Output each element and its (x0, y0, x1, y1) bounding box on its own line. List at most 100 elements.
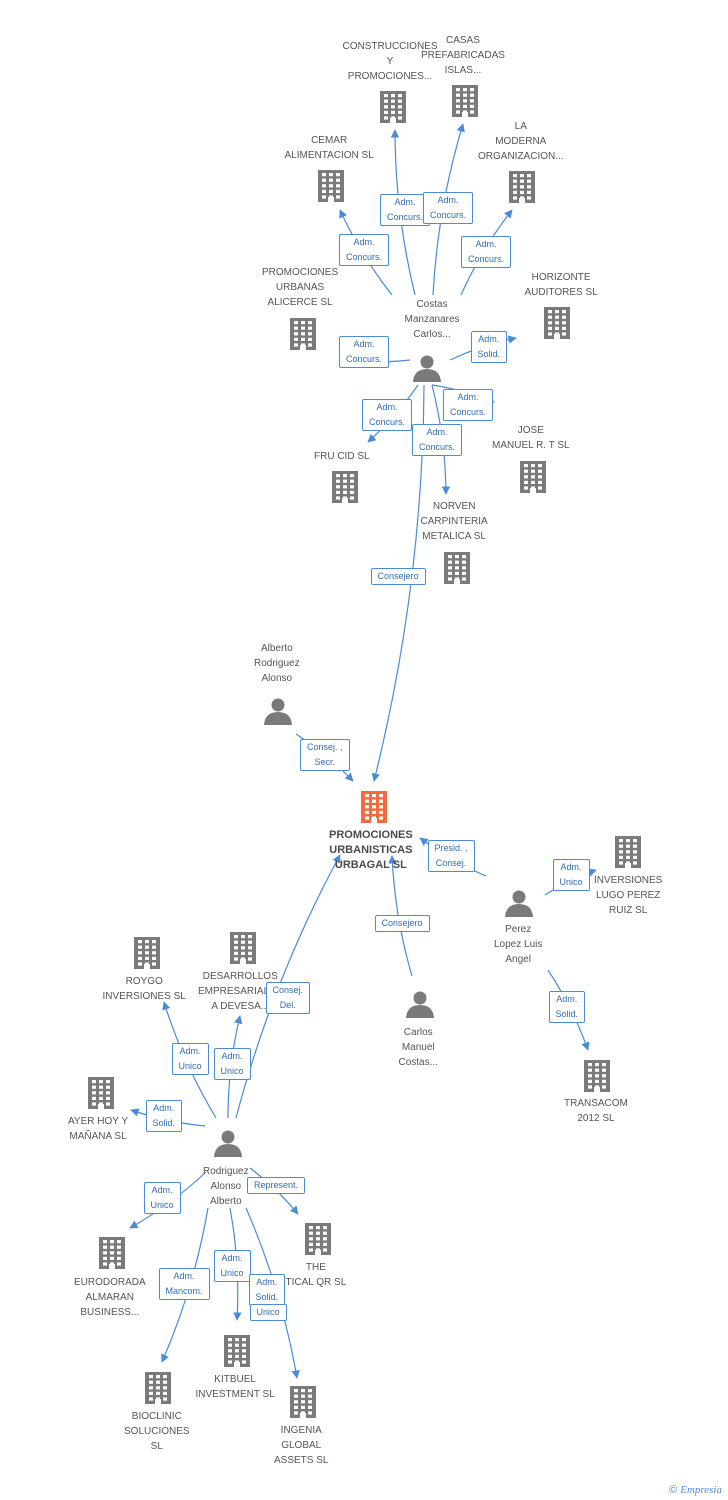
node-label-line: TICAL QR SL (285, 1277, 347, 1288)
relation-label-costas-urbagal[interactable]: Consejero (370, 567, 426, 585)
node-label-line: METALICA SL (422, 531, 486, 542)
relation-label-costas-alicerce[interactable]: Adm.Concurs. (339, 336, 390, 368)
relation-label-costas-cemar[interactable]: Adm.Concurs. (339, 234, 390, 266)
node-label-line: Alonso (210, 1181, 242, 1192)
relation-label-costas-norven[interactable]: Adm.Concurs. (412, 424, 463, 456)
building-icon-kitbuel[interactable] (224, 1335, 250, 1367)
person-icon-costas[interactable] (413, 355, 441, 383)
building-icon-casas[interactable] (452, 85, 478, 117)
node-label-line: Y (386, 56, 394, 67)
building-icon-urbagal[interactable] (361, 791, 387, 823)
person-icon-carlos[interactable] (406, 991, 434, 1019)
building-icon-roygo[interactable] (134, 937, 160, 969)
relation-label-costas-lamoderna[interactable]: Adm.Concurs. (461, 236, 512, 268)
building-icon-inversiones[interactable] (615, 836, 641, 868)
relation-label-line: Consej. (435, 858, 467, 868)
building-icon-bioclinic[interactable] (145, 1372, 171, 1404)
building-icon-jose[interactable] (520, 461, 546, 493)
relation-label-rodriguez-kitbuel[interactable]: Unico (249, 1303, 287, 1321)
node-label-frucid[interactable]: FRU CID SL (314, 449, 370, 464)
node-label-line: AUDITORES SL (524, 287, 598, 298)
relation-label-rodriguez-roygo[interactable]: Adm.Unico (171, 1043, 209, 1075)
person-icon-perez[interactable] (505, 890, 533, 918)
relation-label-perez-inversiones[interactable]: Adm.Unico (552, 859, 590, 891)
building-icon-lamoderna[interactable] (509, 171, 535, 203)
person-icon-rodriguez[interactable] (214, 1130, 242, 1158)
relation-label-carlos-urbagal[interactable]: Consejero (374, 914, 430, 932)
relation-label-costas-construcciones[interactable]: Adm.Concurs. (380, 194, 431, 226)
building-icon-alicerce[interactable] (290, 318, 316, 350)
building-icon-horizonte[interactable] (544, 307, 570, 339)
relation-label-rodriguez-desarrollos[interactable]: Adm.Unico (213, 1048, 251, 1080)
building-icon-transacom[interactable] (584, 1060, 610, 1092)
building-icon-ingenia[interactable] (290, 1386, 316, 1418)
node-label-line: DESARROLLOS (202, 971, 278, 982)
relation-label-rodriguez-kitbuel[interactable]: Adm.Unico (213, 1250, 251, 1282)
relation-label-alberto-urbagal[interactable]: Consej. ,Secr. (300, 739, 350, 771)
building-icon-desarrollos[interactable] (230, 932, 256, 964)
node-label-line: BUSINESS... (80, 1307, 140, 1318)
relation-label-rodriguez-thetical[interactable]: Represent. (247, 1176, 306, 1194)
node-label-line: NORVEN (432, 501, 476, 512)
relation-label-line: Adm. (173, 1271, 195, 1281)
building-icon-thetical[interactable] (305, 1223, 331, 1255)
node-label-line: URBAGAL SL (334, 859, 407, 871)
relation-label-line: Solid. (477, 349, 501, 359)
node-label-line: CEMAR (311, 135, 348, 146)
relation-label-rodriguez-urbagal[interactable]: Consej.Del. (265, 982, 311, 1014)
node-label-line: ALMARAN (85, 1292, 135, 1303)
relation-label-costas-jose[interactable]: Adm. Concurs. (443, 389, 494, 421)
relation-label-rodriguez-ingenia[interactable]: Adm.Solid. (248, 1274, 286, 1306)
relation-label-rodriguez-eurodorada[interactable]: Adm.Unico (143, 1182, 181, 1214)
relation-label-line: Concurs. (450, 407, 487, 417)
relation-label-line: Adm. (437, 195, 459, 205)
building-icon-eurodorada[interactable] (99, 1237, 125, 1269)
relation-label-line: Concurs. (419, 442, 456, 452)
relation-label-costas-horizonte[interactable]: Adm.Solid. (470, 331, 508, 363)
relation-label-line: Consej. , (307, 742, 343, 752)
building-icon-frucid[interactable] (332, 471, 358, 503)
building-icon-cemar[interactable] (318, 170, 344, 202)
relation-label-costas-casas[interactable]: Adm.Concurs. (423, 192, 474, 224)
relation-label-costas-frucid[interactable]: Adm.Concurs. (362, 399, 413, 431)
building-icon-ayerhoy[interactable] (88, 1077, 114, 1109)
building-icon-construcciones[interactable] (380, 91, 406, 123)
relation-label-perez-transacom[interactable]: Adm.Solid. (548, 991, 586, 1023)
person-icon-alberto[interactable] (264, 698, 292, 726)
relation-label-line: Mancom. (165, 1286, 203, 1296)
node-label-line: Carlos... (413, 329, 451, 340)
node-label-line: Costas (416, 299, 448, 310)
relation-label-line: Adm. (256, 1277, 278, 1287)
building-icon-norven[interactable] (444, 552, 470, 584)
node-label-line: Manuel (401, 1042, 435, 1053)
relation-label-rodriguez-bioclinic[interactable]: Adm. Mancom. (158, 1268, 210, 1300)
relation-label-perez-urbagal[interactable]: Presid. ,Consej. (427, 840, 475, 872)
relation-label-rodriguez-ayerhoy[interactable]: Adm.Solid. (145, 1100, 183, 1132)
node-label-line: LA (514, 121, 527, 132)
relation-label-line: Adm. (457, 392, 479, 402)
